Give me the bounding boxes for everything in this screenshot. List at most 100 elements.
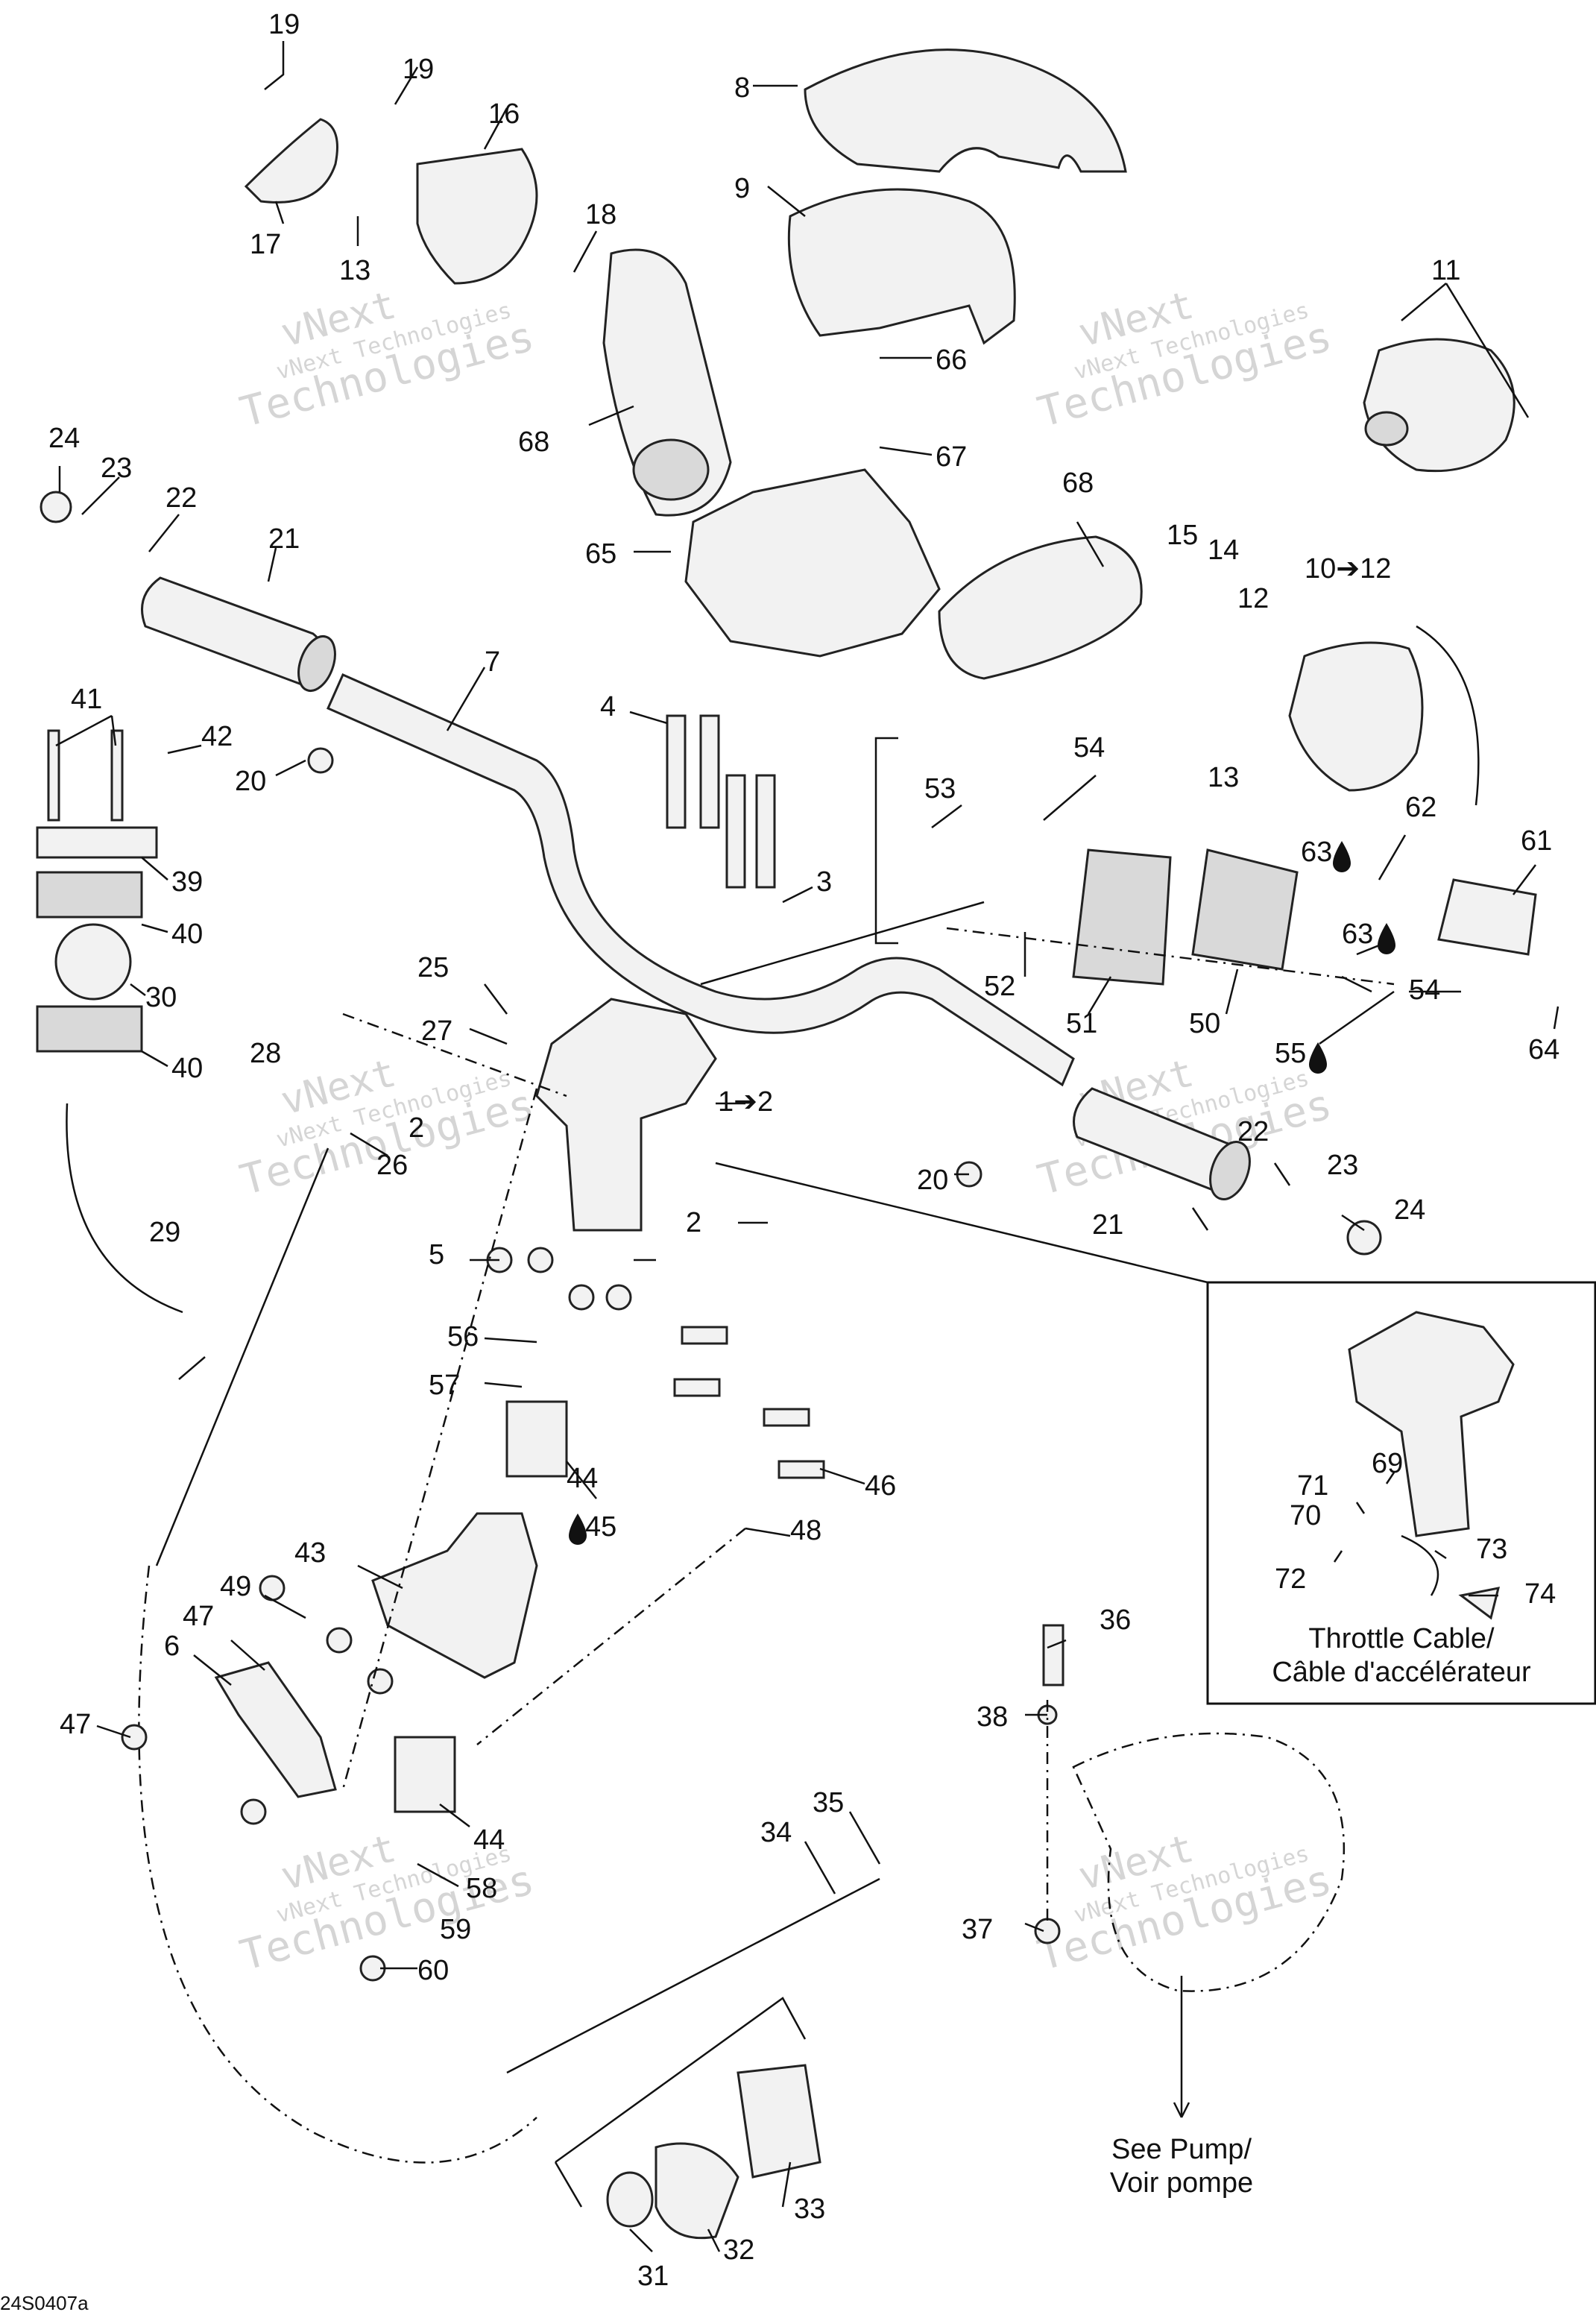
clip-32 (655, 2142, 739, 2240)
callout-61: 61 (1521, 825, 1552, 857)
inset-caption-line1: Throttle Cable/ (1308, 1623, 1495, 1654)
diagram-code: 24S0407a (0, 2292, 89, 2314)
top-cover (804, 48, 1127, 173)
callout-7: 7 (485, 646, 500, 678)
callout-46: 46 (865, 1470, 896, 1502)
callout-5: 5 (429, 1239, 444, 1270)
watermark: vNext vNext Technologies Technologies (1033, 1826, 1337, 1980)
callout-59: 59 (440, 1914, 471, 1945)
callout-43: 43 (294, 1537, 326, 1569)
callout-57: 57 (429, 1370, 460, 1401)
callout-24-right: 24 (1394, 1194, 1425, 1226)
callout-37: 37 (962, 1914, 993, 1945)
callout-67: 67 (936, 441, 967, 473)
callout-33: 33 (794, 2193, 825, 2225)
pump-note-line2: Voir pompe (1110, 2167, 1253, 2199)
inset-cable (1401, 1534, 1439, 1596)
callout-68-right: 68 (1062, 467, 1094, 499)
callout-labels: 1➔2 2 2 3 4 5 6 7 8 9 10➔12 11 12 13 13 … (48, 9, 1559, 2292)
callout-40: 40 (171, 919, 203, 950)
fasteners (40, 491, 1382, 1982)
bracket-cable-group (554, 1997, 807, 2208)
inset-throttle-body (1348, 1311, 1515, 1537)
callout-64: 64 (1528, 1034, 1559, 1065)
callout-22-right: 22 (1237, 1116, 1269, 1147)
clamp-39 (36, 826, 158, 859)
callout-32: 32 (723, 2234, 754, 2266)
callout-70: 70 (1290, 1500, 1321, 1531)
callout-44-lower: 44 (473, 1824, 505, 1856)
cable-to-pump (506, 1877, 880, 2074)
callout-25: 25 (417, 952, 449, 983)
clamp-block-51 (1072, 848, 1172, 986)
callout-27: 27 (421, 1015, 452, 1047)
callout-10-12: 10➔12 (1305, 553, 1391, 585)
callout-41: 41 (71, 684, 102, 715)
callout-53: 53 (924, 773, 956, 804)
callout-14: 14 (1208, 535, 1239, 566)
callout-65: 65 (585, 538, 616, 570)
callout-56: 56 (447, 1321, 479, 1352)
callout-74: 74 (1524, 1578, 1556, 1610)
callout-54-right: 54 (1409, 974, 1440, 1006)
clamp-block-50 (1191, 848, 1299, 971)
throttle-lever-61 (1437, 878, 1537, 956)
throttle-cable-inset: 69 70 71 72 73 74 Throttle Cable/ Câble … (1206, 1281, 1596, 1705)
callout-47: 47 (183, 1601, 214, 1632)
steering-base (371, 1512, 538, 1679)
callout-3: 3 (816, 866, 832, 898)
callout-15: 15 (1167, 520, 1198, 551)
bracket-6 (214, 1661, 337, 1798)
callout-21: 21 (268, 523, 300, 555)
callout-63: 63 (1301, 837, 1332, 868)
upper-pod (684, 468, 941, 658)
switch-housing-lower (1288, 641, 1424, 792)
callout-44: 44 (567, 1463, 598, 1494)
right-deflector (938, 535, 1143, 680)
callout-1-2: 1➔2 (718, 1086, 773, 1118)
callout-19: 19 (268, 9, 300, 40)
callout-16: 16 (488, 98, 520, 130)
watermark: vNext vNext Technologies Technologies (236, 283, 540, 437)
inset-caption-line2: Câble d'accélérateur (1272, 1657, 1531, 1688)
callout-2-lower: 2 (686, 1207, 701, 1238)
drop-icon (1309, 1042, 1327, 1074)
fitting-33 (737, 2064, 821, 2179)
callout-19-b: 19 (403, 54, 434, 85)
callout-13: 13 (339, 255, 370, 286)
steering-cable-dashed (138, 1565, 537, 2164)
callout-55: 55 (1275, 1038, 1306, 1069)
callout-38: 38 (977, 1701, 1008, 1733)
callout-11: 11 (1431, 255, 1460, 286)
callout-52: 52 (984, 971, 1015, 1002)
callout-22: 22 (165, 482, 197, 514)
callout-50: 50 (1189, 1008, 1220, 1039)
callout-71: 71 (1297, 1470, 1328, 1502)
handlebar (327, 673, 1075, 1087)
callout-36: 36 (1100, 1604, 1131, 1636)
drop-icon (569, 1514, 587, 1545)
leader-lines (55, 41, 1559, 2252)
callout-2: 2 (409, 1112, 424, 1144)
callout-47-b: 47 (60, 1709, 91, 1740)
callout-18: 18 (585, 199, 616, 230)
callout-21-right: 21 (1092, 1209, 1123, 1241)
switch-housing-ring (1364, 411, 1409, 447)
callout-66: 66 (936, 344, 967, 376)
callout-26: 26 (376, 1150, 408, 1181)
callout-35: 35 (813, 1787, 844, 1818)
callout-72: 72 (1275, 1563, 1306, 1595)
callout-49: 49 (220, 1571, 251, 1602)
callout-23-right: 23 (1327, 1150, 1358, 1181)
callout-13-right: 13 (1208, 762, 1239, 793)
callout-39: 39 (171, 866, 203, 898)
left-bracket (244, 118, 338, 204)
callout-45: 45 (585, 1511, 616, 1543)
jet-pump-nozzle (1072, 1732, 1346, 1992)
bushing-44-upper (505, 1400, 568, 1478)
callout-42: 42 (201, 721, 233, 752)
lower-cover (787, 188, 1016, 345)
callout-9: 9 (734, 173, 750, 204)
clamp-40-upper (36, 871, 143, 919)
